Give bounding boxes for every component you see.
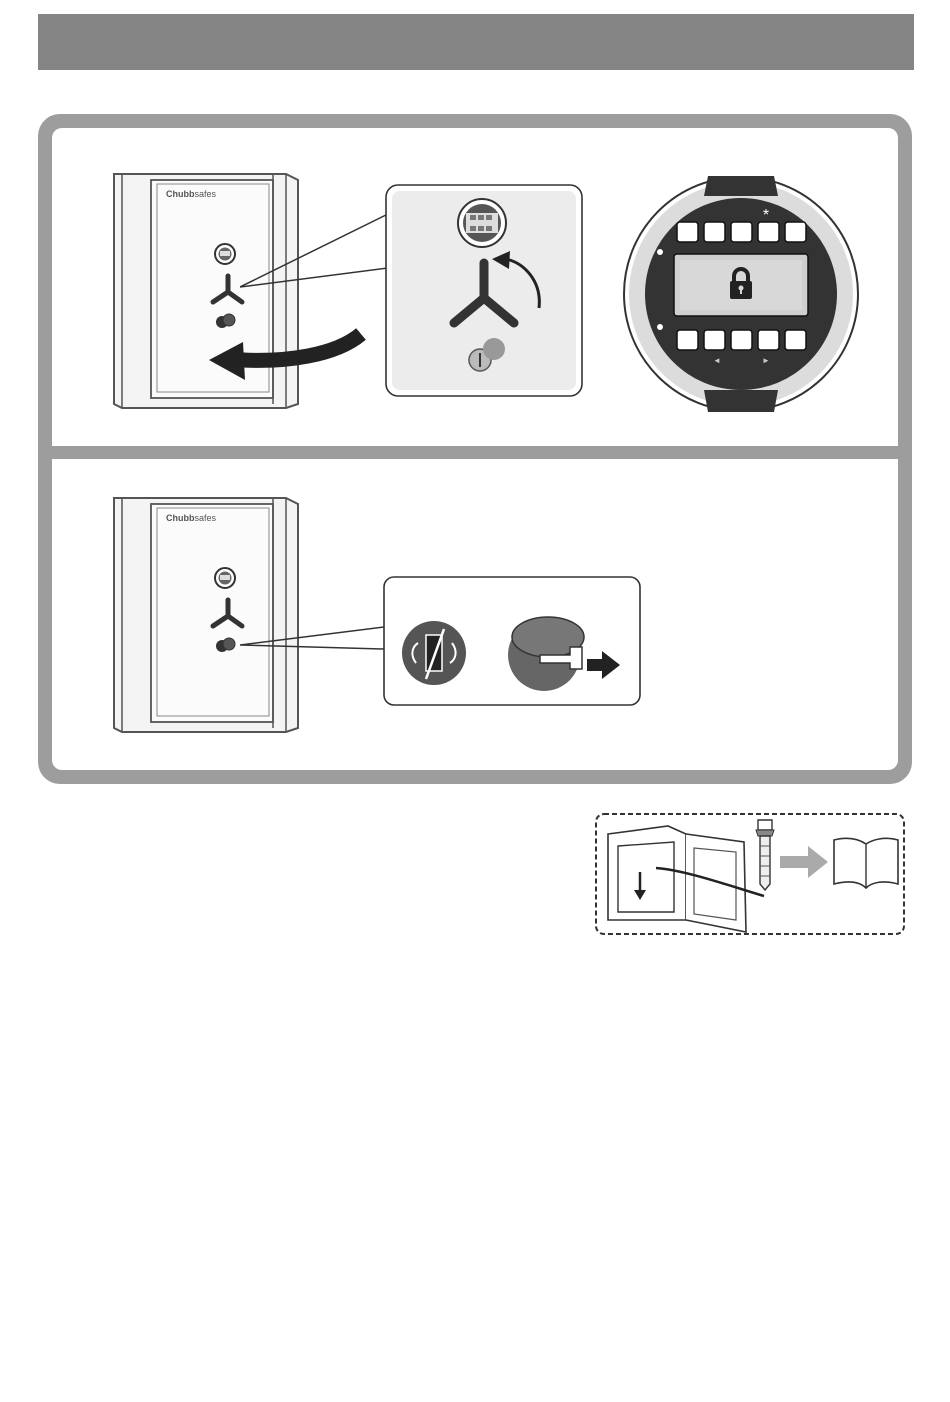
keypad-bottom-buttons [677, 330, 806, 350]
keypad-top-buttons [677, 222, 806, 242]
open-book-icon [834, 838, 898, 888]
callout-connector [240, 615, 390, 665]
electronic-keypad: * ◄ ► [620, 172, 865, 417]
keypad-small-icon [215, 568, 235, 588]
key-turn-icon [402, 621, 466, 685]
indicator-led [657, 249, 663, 255]
keypad-small-icon [215, 244, 235, 264]
left-arrow-label: ◄ [713, 356, 721, 365]
right-arrow-label: ► [762, 356, 770, 365]
brand-label: Chubbsafes [166, 189, 217, 199]
callout-handle-detail [384, 183, 584, 398]
open-safe-icon [608, 826, 764, 932]
open-door-arrow [205, 328, 370, 388]
brand-label: Chubbsafes [166, 513, 217, 523]
header-bar [38, 14, 914, 70]
indicator-led [657, 324, 663, 330]
callout-key-detail [382, 575, 642, 707]
keypad-detail-icon [458, 199, 506, 247]
anchoring-notice [594, 812, 906, 936]
star-label: * [763, 207, 769, 224]
callout-connector [240, 180, 400, 300]
